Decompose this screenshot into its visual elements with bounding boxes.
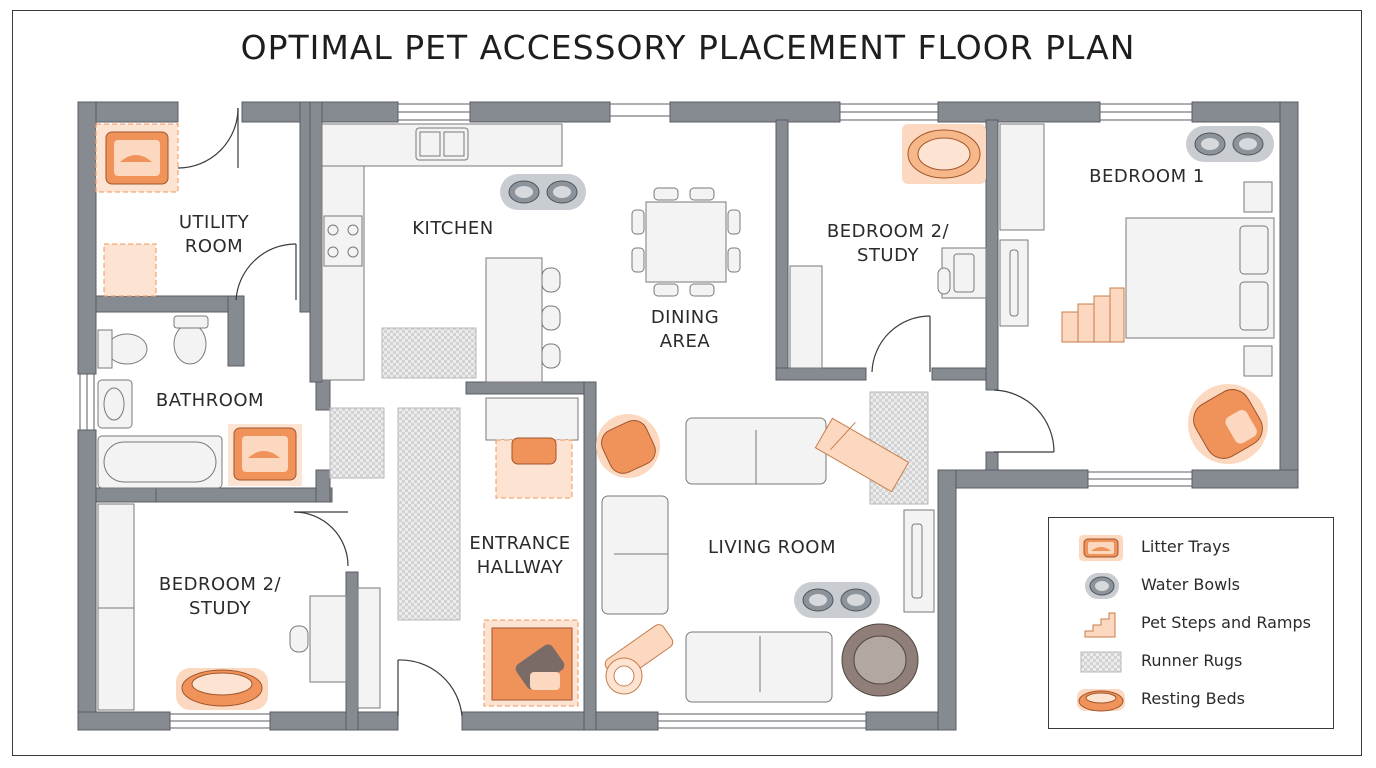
water-bowl-bedroom1 bbox=[1186, 126, 1274, 162]
orange-armchairs bbox=[483, 384, 1268, 707]
water-bowl-icon bbox=[1085, 573, 1119, 599]
legend: Litter Trays Water Bowls Pet Steps and R… bbox=[1048, 517, 1334, 729]
litter-tray-icon bbox=[1079, 535, 1123, 561]
pet-steps bbox=[604, 287, 1125, 695]
water-bowls bbox=[500, 126, 1274, 618]
room-label-living: LIVING ROOM bbox=[708, 537, 836, 558]
legend-label: Pet Steps and Ramps bbox=[1141, 613, 1311, 632]
legend-item-runner-rugs: Runner Rugs bbox=[1049, 647, 1333, 677]
room-label-utility: UTILITY ROOM bbox=[178, 212, 250, 257]
furniture bbox=[97, 123, 1275, 711]
room-label-bathroom: BATHROOM bbox=[155, 390, 265, 411]
runner-rug-icon bbox=[1080, 651, 1122, 673]
resting-bed-icon bbox=[1077, 689, 1125, 712]
pet-steps-icon bbox=[1084, 612, 1116, 638]
legend-item-resting-beds: Resting Beds bbox=[1049, 685, 1333, 715]
legend-label: Litter Trays bbox=[1141, 537, 1231, 556]
diagram-frame bbox=[12, 10, 1362, 756]
legend-item-pet-steps: Pet Steps and Ramps bbox=[1049, 609, 1333, 639]
room-label-bedroom2-right: BEDROOM 2/ STUDY bbox=[826, 221, 950, 266]
walls bbox=[77, 101, 1299, 731]
legend-label: Runner Rugs bbox=[1141, 651, 1243, 670]
room-label-kitchen: KITCHEN bbox=[412, 218, 494, 239]
room-label-dining: DINING AREA bbox=[650, 307, 720, 352]
diagram-title: OPTIMAL PET ACCESSORY PLACEMENT FLOOR PL… bbox=[240, 28, 1136, 67]
legend-item-litter-trays: Litter Trays bbox=[1049, 533, 1333, 563]
litter-trays bbox=[95, 123, 302, 486]
resting-beds bbox=[176, 124, 986, 710]
legend-label: Water Bowls bbox=[1141, 575, 1241, 594]
water-bowl-kitchen bbox=[500, 174, 586, 210]
runner-rugs bbox=[329, 327, 929, 621]
room-label-entrance: ENTRANCE HALLWAY bbox=[469, 533, 571, 578]
water-bowl-living bbox=[794, 582, 880, 618]
room-label-bedroom1: BEDROOM 1 bbox=[1089, 166, 1205, 187]
legend-item-water-bowls: Water Bowls bbox=[1049, 571, 1333, 601]
legend-label: Resting Beds bbox=[1141, 689, 1245, 708]
room-label-bedroom2-left: BEDROOM 2/ STUDY bbox=[158, 574, 282, 619]
windows bbox=[79, 103, 1193, 729]
doors bbox=[177, 107, 1055, 717]
